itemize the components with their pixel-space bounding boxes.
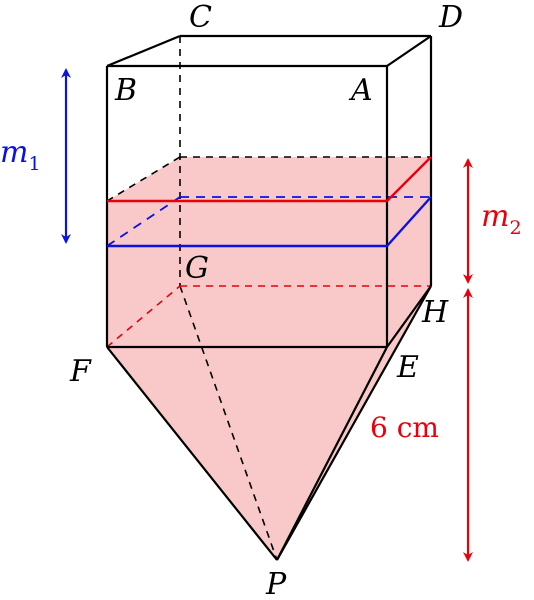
edge-g-p-hidden bbox=[179, 285, 278, 561]
water-fill-front bbox=[107, 201, 387, 347]
vertex-label-p: P bbox=[265, 567, 287, 600]
blue-level-right bbox=[386, 196, 432, 247]
vertex-label-e: E bbox=[396, 350, 419, 385]
edge-a-d bbox=[386, 35, 432, 67]
water-fill-pyramid bbox=[107, 286, 431, 560]
edge-e-h bbox=[386, 285, 432, 348]
vertex-label-c: C bbox=[189, 0, 212, 35]
height-label: 6 cm bbox=[370, 411, 439, 444]
vertex-label-d: D bbox=[438, 0, 463, 35]
vertex-label-b: B bbox=[114, 73, 137, 108]
red-level-right bbox=[386, 156, 432, 202]
m1-label: m1 bbox=[0, 135, 41, 175]
edge-f-g-hidden bbox=[106, 285, 181, 348]
vertex-label-a: A bbox=[348, 73, 373, 108]
vertex-label-h: H bbox=[421, 295, 449, 330]
water-top-left-hidden bbox=[106, 156, 181, 202]
edge-h-p bbox=[276, 285, 432, 561]
edge-e-p bbox=[276, 346, 388, 561]
edge-f-p bbox=[106, 346, 278, 561]
m2-label: m2 bbox=[481, 199, 522, 239]
edge-b-c bbox=[106, 34, 181, 68]
water-fill-top bbox=[107, 157, 431, 201]
vertex-label-f: F bbox=[69, 354, 92, 389]
vertex-label-g: G bbox=[185, 251, 209, 286]
